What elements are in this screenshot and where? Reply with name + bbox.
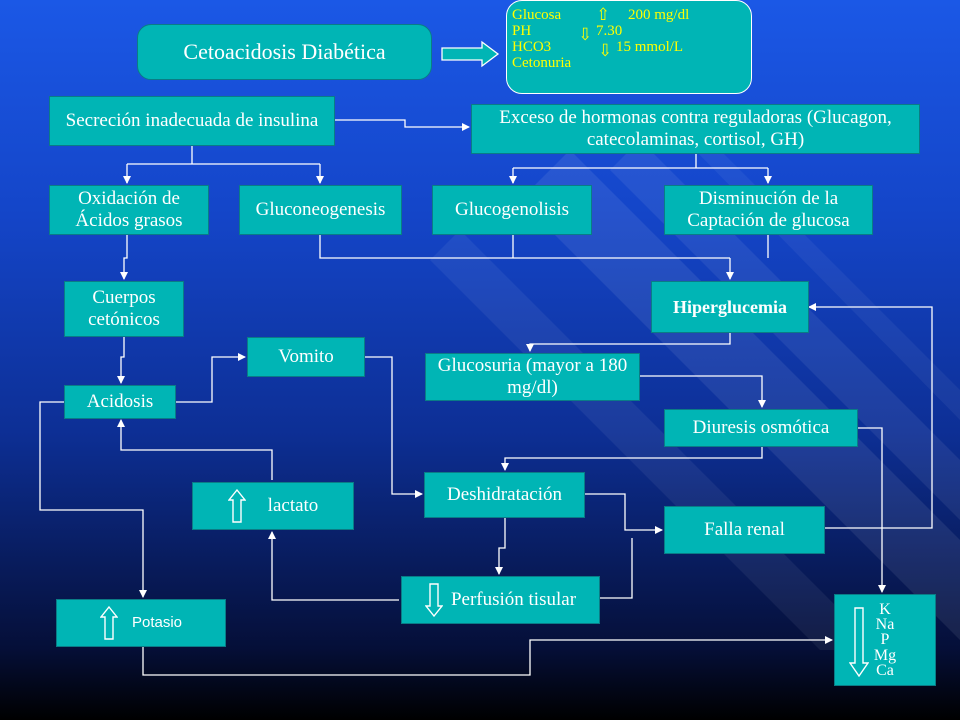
summary-value-hco3: 15 mmol/L (616, 39, 684, 55)
page-title: Cetoacidosis Diabética (183, 39, 386, 65)
node-hiperglucemia: Hiperglucemia (651, 281, 809, 333)
node-vomito: Vomito (247, 337, 365, 377)
electrolyte-p: P (880, 631, 890, 649)
node-potasio-content: Potasio (99, 605, 183, 640)
node-glucogenolisis-label: Glucogenolisis (455, 199, 569, 221)
node-glucosuria-label: Glucosuria (mayor a 180 mg/dl) (437, 355, 628, 398)
block-arrow-icon (99, 605, 119, 640)
node-vomito-label: Vomito (278, 346, 334, 368)
node-cuerpos: Cuerpos cetónicos (64, 281, 184, 337)
title-box: Cetoacidosis Diabética (137, 24, 432, 80)
block-arrow-icon (424, 583, 444, 618)
node-deshidratacion: Deshidratación (424, 472, 585, 518)
down-arrow-icon: ⇩ (578, 25, 593, 44)
electrolyte-k: K (879, 601, 891, 619)
node-acidosis: Acidosis (64, 385, 176, 419)
summary-box (506, 0, 752, 94)
node-perfusion-label: Perfusión tisular (450, 589, 577, 611)
node-deshidratacion-label: Deshidratación (446, 484, 562, 506)
node-diuresis: Diuresis osmótica (664, 409, 858, 447)
node-secrecion-label: Secreción inadecuada de insulina (65, 110, 319, 132)
summary-row: HCO3 ⇩ 15 mmol/L (512, 39, 748, 59)
node-gluconeogenesis: Gluconeogenesis (239, 185, 402, 235)
node-lactato-label: lactato (267, 495, 319, 517)
node-glucosuria: Glucosuria (mayor a 180 mg/dl) (425, 353, 640, 401)
electrolyte-ca: Ca (876, 661, 894, 679)
summary-name-hco3: HCO3 (512, 39, 552, 55)
node-perfusion-content: Perfusión tisular (424, 583, 577, 618)
node-falla-label: Falla renal (704, 519, 785, 541)
summary-name-cetonuria: Cetonuria (512, 55, 572, 71)
summary-name-ph: PH (512, 23, 532, 39)
block-arrow-icon (848, 607, 870, 682)
node-oxidacion: Oxidación de Ácidos grasos (49, 185, 209, 235)
electrolyte-na: Na (875, 616, 895, 634)
node-acidosis-label: Acidosis (86, 391, 154, 413)
node-potasio-label: Potasio (131, 614, 183, 632)
node-gluconeogenesis-label: Gluconeogenesis (255, 199, 386, 221)
node-falla: Falla renal (664, 506, 825, 554)
title-to-summary-arrow (441, 40, 500, 68)
block-arrow-icon (227, 488, 247, 523)
node-exceso: Exceso de hormonas contra reguladoras (G… (471, 104, 920, 154)
node-lactato: lactato (192, 482, 354, 530)
node-perfusion: Perfusión tisular (401, 576, 600, 624)
summary-value-ph: 7.30 (596, 23, 623, 39)
node-disminucion: Disminución de la Captación de glucosa (664, 185, 873, 235)
node-oxidacion-label: Oxidación de Ácidos grasos (75, 188, 183, 231)
node-lactato-content: lactato (227, 488, 319, 523)
summary-value-glucosa: 200 mg/dl (628, 7, 690, 23)
node-secrecion: Secreción inadecuada de insulina (49, 96, 335, 146)
summary-name-glucosa: Glucosa (512, 7, 562, 23)
summary-row: Glucosa ⇧ 200 mg/dl (512, 5, 748, 24)
node-glucogenolisis: Glucogenolisis (432, 185, 592, 235)
summary-row: PH ⇩ 7.30 (512, 23, 748, 43)
node-diuresis-label: Diuresis osmótica (692, 417, 830, 439)
down-arrow-icon: ⇩ (598, 41, 613, 60)
up-arrow-icon: ⇧ (596, 5, 611, 24)
node-potasio: Potasio (56, 599, 226, 647)
electrolyte-mg: Mg (873, 646, 897, 664)
node-exceso-label: Exceso de hormonas contra reguladoras (G… (499, 107, 892, 150)
node-disminucion-label: Disminución de la Captación de glucosa (687, 188, 850, 231)
summary-row: Cetonuria (512, 55, 748, 72)
electrolyte-list: K Na P Mg Ca (873, 601, 897, 679)
node-cuerpos-label: Cuerpos cetónicos (88, 287, 160, 330)
node-electrolitos: K Na P Mg Ca (834, 594, 936, 686)
node-hiperglucemia-label: Hiperglucemia (673, 296, 787, 317)
